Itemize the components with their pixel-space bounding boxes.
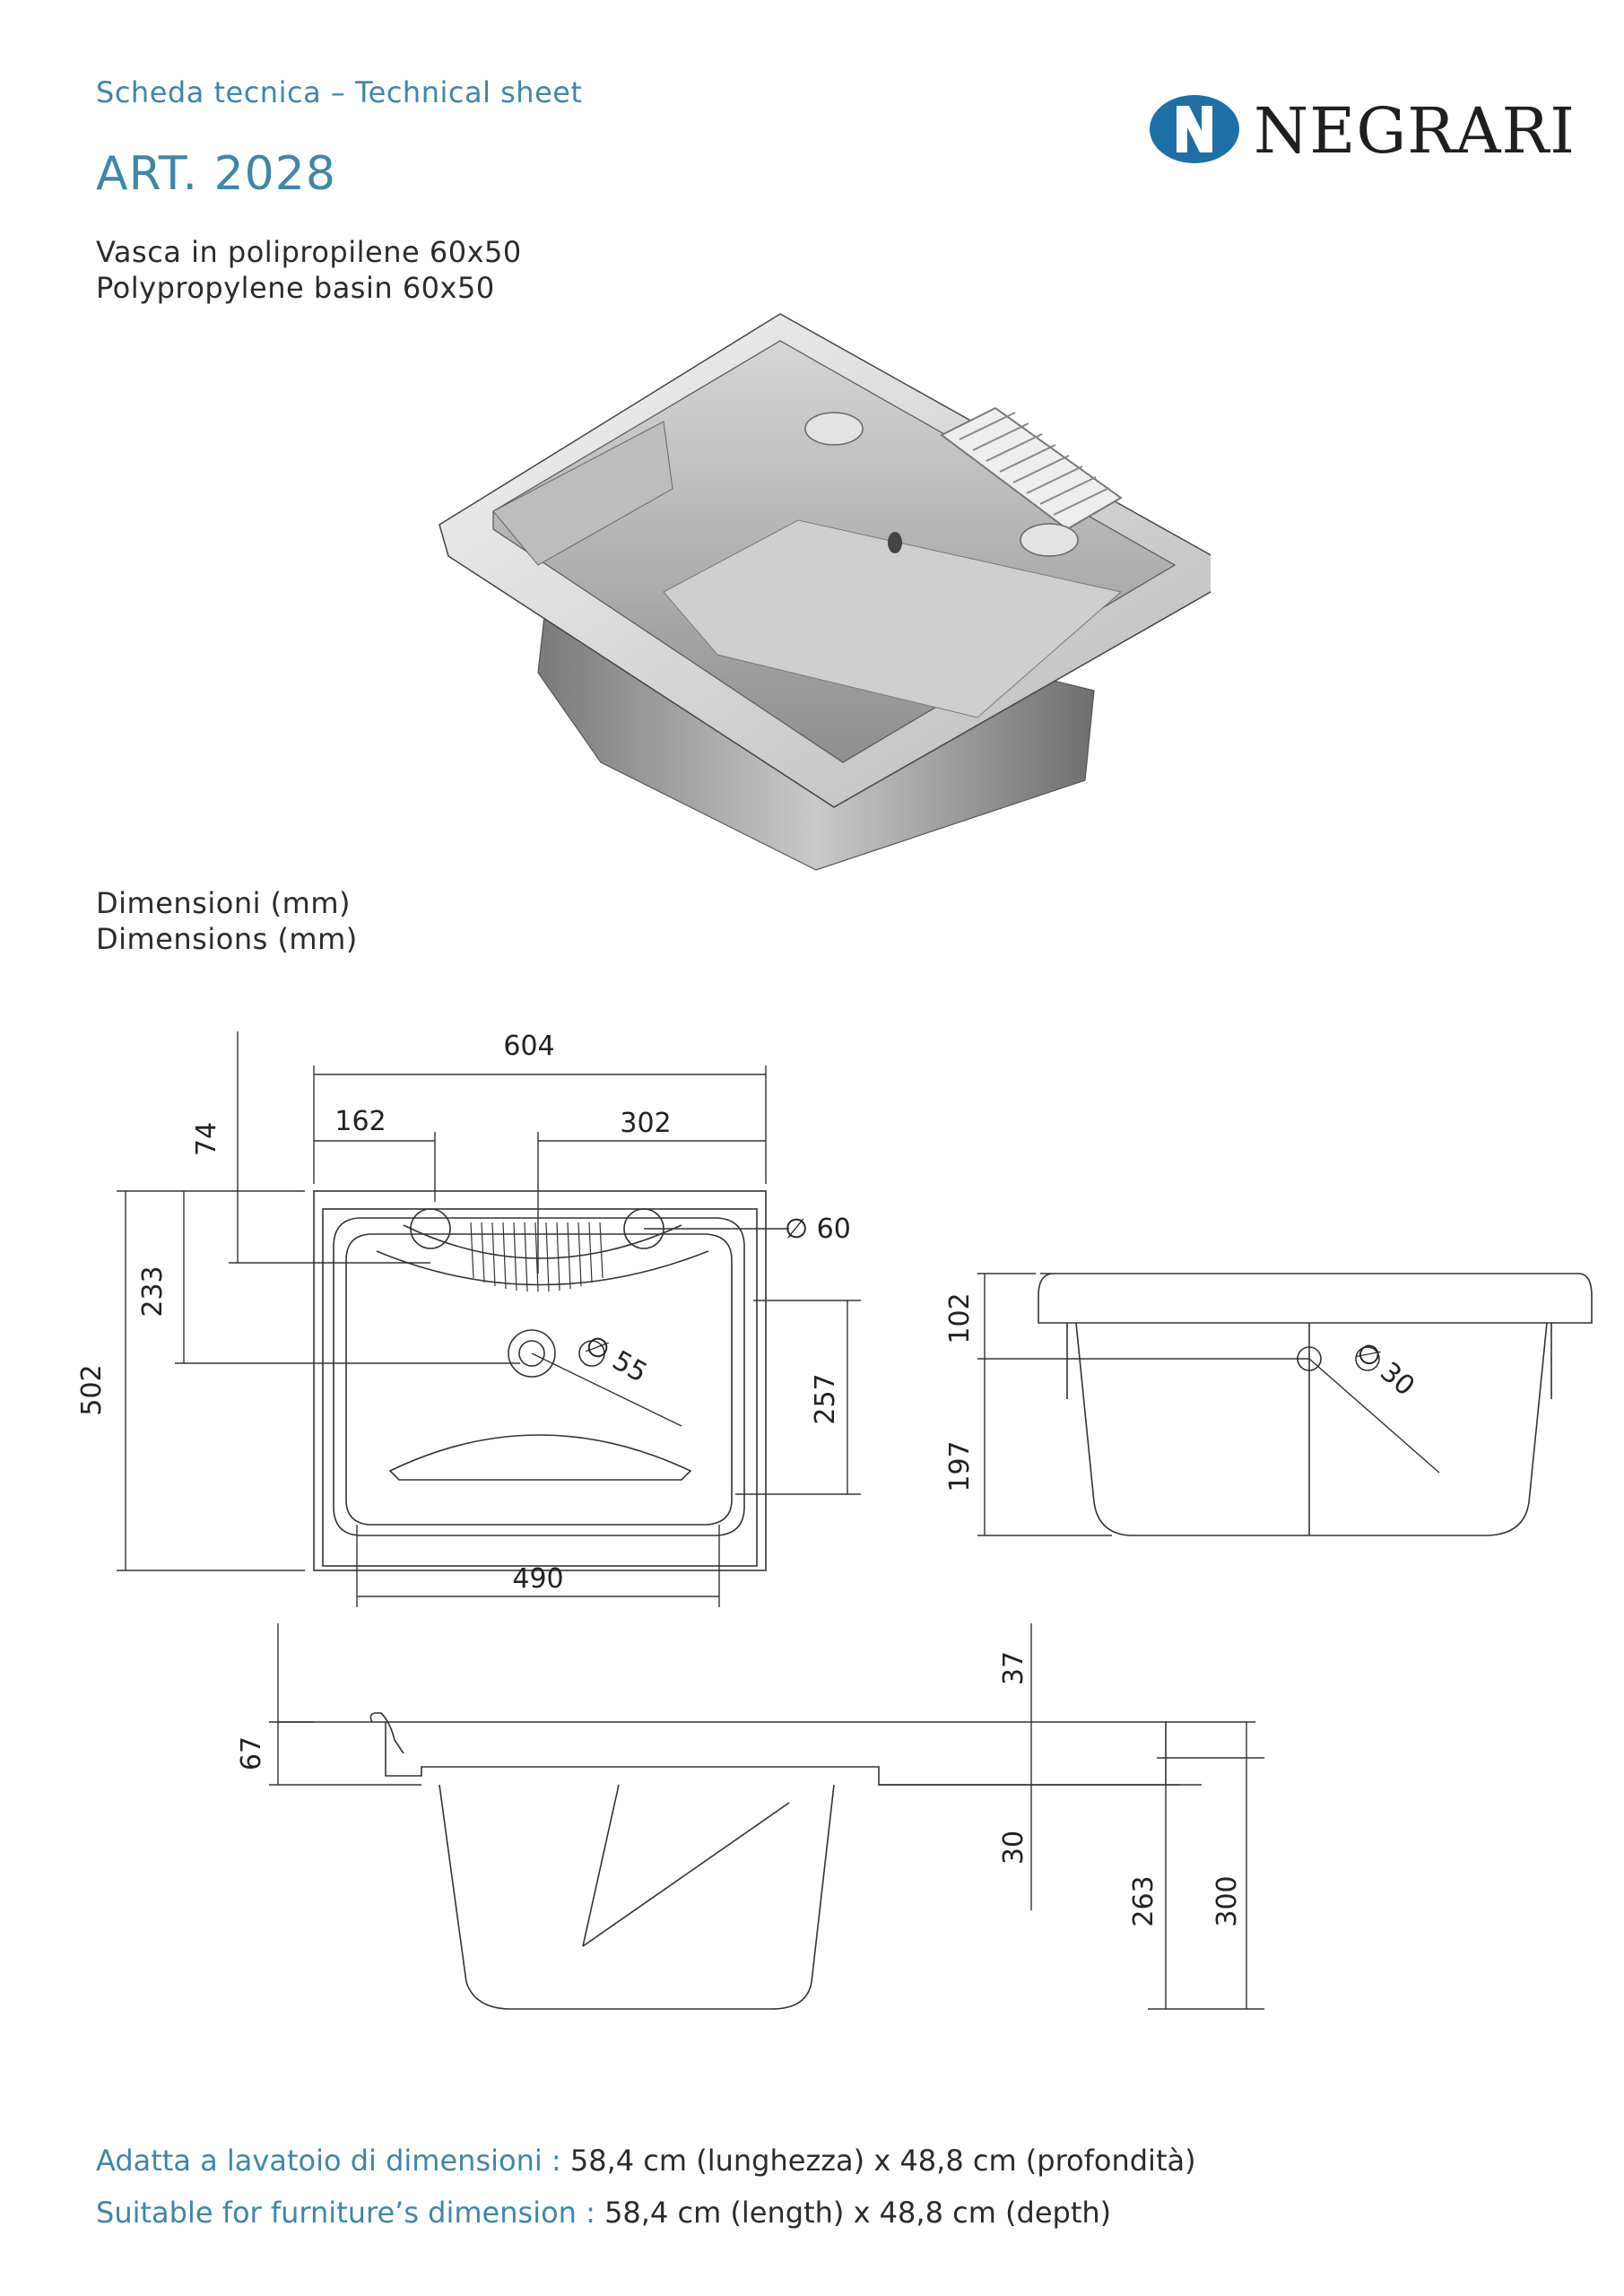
- footer-en: Suitable for furniture’s dimension : 58,…: [96, 2196, 1111, 2230]
- dimensions-heading-en: Dimensions (mm): [96, 922, 358, 956]
- side-view-drawing: 102 197 ∅ 30: [944, 1273, 1593, 1536]
- front-dim-300: 300: [1211, 1875, 1243, 1926]
- side-dim-diameter-30: ∅ 30: [1350, 1335, 1420, 1402]
- brand-logo: NEGRARI: [1148, 93, 1575, 165]
- footer-it: Adatta a lavatoio di dimensioni : 58,4 c…: [96, 2144, 1196, 2178]
- footer-en-label: Suitable for furniture’s dimension :: [96, 2196, 595, 2230]
- footer-it-label: Adatta a lavatoio di dimensioni :: [96, 2144, 561, 2178]
- product-render: [439, 313, 1211, 871]
- article-title: ART. 2028: [96, 147, 336, 201]
- sheet-subtitle: Scheda tecnica – Technical sheet: [96, 75, 583, 109]
- dim-502: 502: [76, 1364, 108, 1415]
- front-dim-263: 263: [1128, 1875, 1159, 1926]
- top-view-drawing: 604 162 302 74 502 233 257 490 ∅ 60 ∅ 55: [76, 1031, 861, 1607]
- dimensions-heading-it: Dimensioni (mm): [96, 886, 351, 920]
- brand-name: NEGRARI: [1254, 94, 1576, 168]
- side-dim-102: 102: [944, 1292, 976, 1344]
- front-dim-37: 37: [998, 1651, 1029, 1685]
- footer-it-value: 58,4 cm (lunghezza) x 48,8 cm (profondit…: [569, 2144, 1196, 2178]
- dim-604: 604: [503, 1031, 554, 1062]
- dim-233: 233: [137, 1265, 169, 1317]
- dim-302: 302: [620, 1108, 671, 1139]
- description-en: Polypropylene basin 60x50: [96, 271, 495, 305]
- front-dim-67: 67: [236, 1736, 267, 1770]
- side-dim-197: 197: [944, 1440, 976, 1492]
- front-dim-30: 30: [998, 1831, 1029, 1865]
- footer-en-value: 58,4 cm (length) x 48,8 cm (depth): [604, 2196, 1112, 2230]
- front-view-drawing: 37 67 30 263 300: [236, 1623, 1264, 2010]
- dim-490: 490: [512, 1563, 563, 1595]
- dim-74: 74: [191, 1122, 222, 1156]
- n-circle-logo-icon: [1150, 95, 1239, 163]
- dim-162: 162: [334, 1106, 386, 1137]
- dim-diameter-55: ∅ 55: [579, 1329, 652, 1389]
- dim-diameter-60: ∅ 60: [785, 1213, 851, 1245]
- description-it: Vasca in polipropilene 60x50: [96, 235, 522, 269]
- dim-257: 257: [810, 1373, 841, 1424]
